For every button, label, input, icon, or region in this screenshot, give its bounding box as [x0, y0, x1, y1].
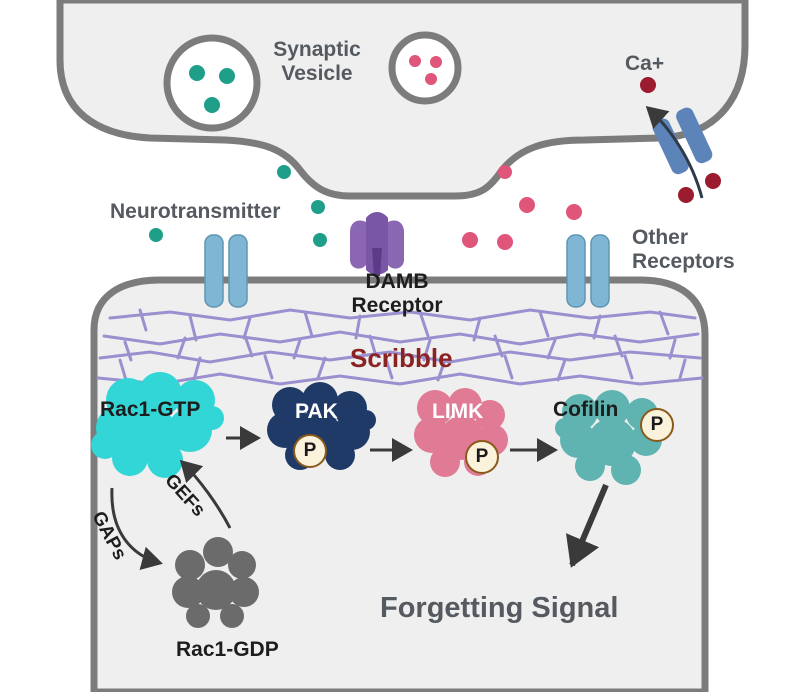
synaptic-vesicle-teal	[163, 34, 261, 132]
synaptic-vesicle-pink	[388, 31, 462, 105]
scribble-label: Scribble	[350, 343, 453, 373]
synaptic-vesicle-label-line-2: Vesicle	[281, 62, 353, 86]
synaptic-vesicle-label-line-1: Synaptic	[273, 38, 361, 61]
presynaptic-terminal	[56, 0, 749, 200]
neurotransmitter-label: Neurotransmitter	[110, 200, 281, 223]
rac1-gtp-label: Rac1-GTP	[100, 398, 201, 421]
damb-receptor	[350, 212, 404, 276]
cofilin-label: Cofilin	[553, 398, 619, 421]
ca-ion-label: Ca+	[625, 52, 665, 75]
neurotransmitter-pink-molecules	[462, 165, 582, 250]
synaptic-vesicle-label: Synaptic Vesicle	[272, 38, 362, 86]
calcium-ions	[640, 77, 721, 203]
limk-label: LIMK	[432, 400, 484, 423]
receptor-right	[566, 234, 610, 308]
receptor-left	[204, 234, 248, 308]
limk-phospho-badge: P	[465, 440, 499, 474]
cofilin-protein	[555, 390, 662, 485]
arrow-to-forgetting-signal	[565, 483, 609, 568]
damb-receptor-label: DAMB Receptor	[332, 270, 462, 318]
rac1-gtp-protein	[91, 372, 224, 478]
arrow-gaps	[110, 487, 163, 570]
other-receptors-label-line-1: Other	[632, 226, 689, 249]
other-receptors-label: Other Receptors	[632, 226, 735, 274]
forgetting-signal-label: Forgetting Signal	[380, 592, 619, 624]
rac1-gdp-protein	[172, 537, 259, 628]
damb-receptor-label-line-2: Receptor	[351, 294, 443, 318]
cofilin-phospho-badge: P	[640, 408, 674, 442]
ca-influx-arrow	[645, 105, 704, 199]
rac1-gdp-label: Rac1-GDP	[176, 638, 279, 661]
pak-label: PAK	[295, 400, 338, 423]
other-receptors-label-line-2: Receptors	[632, 250, 735, 274]
neurotransmitter-teal-molecules	[149, 165, 327, 247]
pak-phospho-badge: P	[293, 434, 327, 468]
arrow-gefs	[179, 459, 232, 529]
scribble-mesh	[96, 308, 704, 386]
damb-receptor-label-line-1: DAMB	[365, 270, 429, 293]
presynaptic-ca-channel	[652, 107, 713, 175]
